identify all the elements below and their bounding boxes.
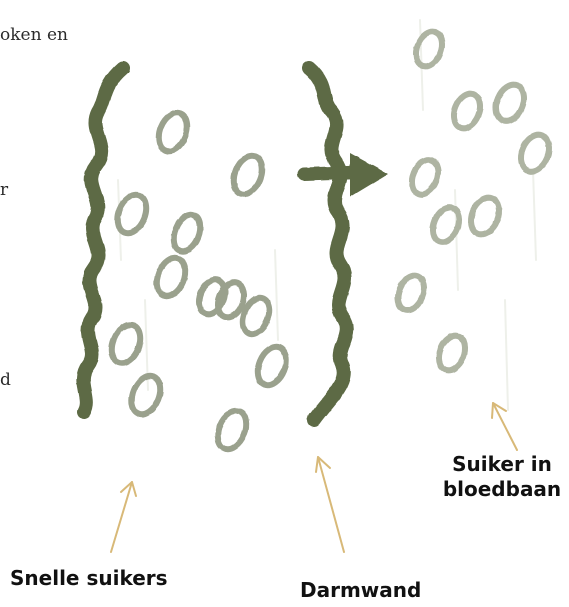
pointer-suiker-in-bloedbaan	[492, 403, 517, 450]
sugar-molecule	[228, 152, 267, 199]
cut-off-text-line: d	[0, 372, 11, 389]
sugar-molecule	[516, 131, 554, 176]
sugar-molecule	[106, 321, 145, 368]
cut-off-text-line: oken en	[0, 27, 68, 44]
sugar-molecule	[153, 109, 192, 156]
sugar-molecule	[411, 28, 447, 70]
label-darmwand: Darmwand	[300, 578, 421, 603]
sugar-molecule	[466, 194, 504, 239]
label-line: bloedbaan	[441, 477, 563, 502]
sugar-molecule	[449, 90, 485, 132]
label-snelle-suikers: Snelle suikers	[10, 566, 168, 591]
intestinal-wall-right	[309, 68, 347, 420]
sugar-molecule	[407, 156, 443, 198]
streak	[275, 250, 278, 340]
sugar-molecule	[194, 276, 230, 318]
sugar-molecule	[252, 343, 291, 390]
sugar-molecule	[393, 272, 429, 314]
sugars-intestine	[106, 109, 291, 454]
pointer-darmwand	[316, 457, 344, 552]
sugar-molecule	[169, 211, 205, 255]
sugar-molecule	[212, 407, 251, 454]
label-line: Suiker in	[441, 452, 563, 477]
sugar-molecule	[434, 332, 470, 374]
streak	[455, 190, 458, 290]
sugar-molecule	[151, 254, 190, 301]
sugars-bloodstream	[393, 28, 554, 374]
sugar-molecule	[428, 204, 464, 246]
streak	[505, 300, 508, 410]
cut-off-text-line: r	[0, 182, 8, 199]
absorption-arrow	[304, 153, 388, 197]
sugar-molecule	[126, 372, 165, 419]
label-suiker-in-bloedbaan: Suiker in bloedbaan	[441, 452, 563, 502]
streak	[533, 170, 536, 260]
pointer-snelle-suikers	[111, 482, 136, 552]
sugar-molecule	[491, 81, 529, 126]
